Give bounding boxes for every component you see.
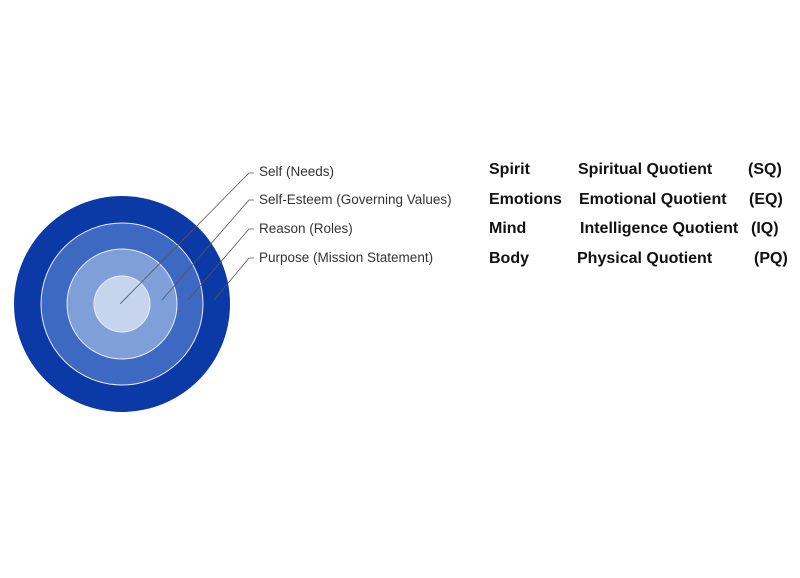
abbr-sq: (SQ) [748, 161, 782, 178]
abbr-pq: (PQ) [754, 250, 788, 267]
quotient-intelligence: Intelligence Quotient [580, 220, 739, 237]
label-self-esteem: Self-Esteem (Governing Values) [259, 192, 452, 207]
label-reason: Reason (Roles) [259, 221, 353, 236]
term-spirit: Spirit [489, 161, 530, 178]
leader-line-purpose [213, 257, 254, 301]
label-purpose: Purpose (Mission Statement) [259, 250, 434, 265]
leader-line-self [119, 172, 254, 305]
quotient-spiritual: Spiritual Quotient [578, 161, 713, 178]
inner-circle [93, 275, 151, 333]
leader-line-self-esteem [161, 199, 254, 301]
quotient-physical: Physical Quotient [577, 250, 713, 267]
abbr-eq: (EQ) [749, 191, 783, 208]
leader-line-reason [187, 228, 254, 301]
abbr-iq: (IQ) [751, 220, 779, 237]
quotient-emotional: Emotional Quotient [579, 191, 727, 208]
term-body: Body [489, 250, 529, 267]
term-emotions: Emotions [489, 191, 562, 208]
term-mind: Mind [489, 220, 527, 237]
label-self: Self (Needs) [259, 164, 335, 179]
